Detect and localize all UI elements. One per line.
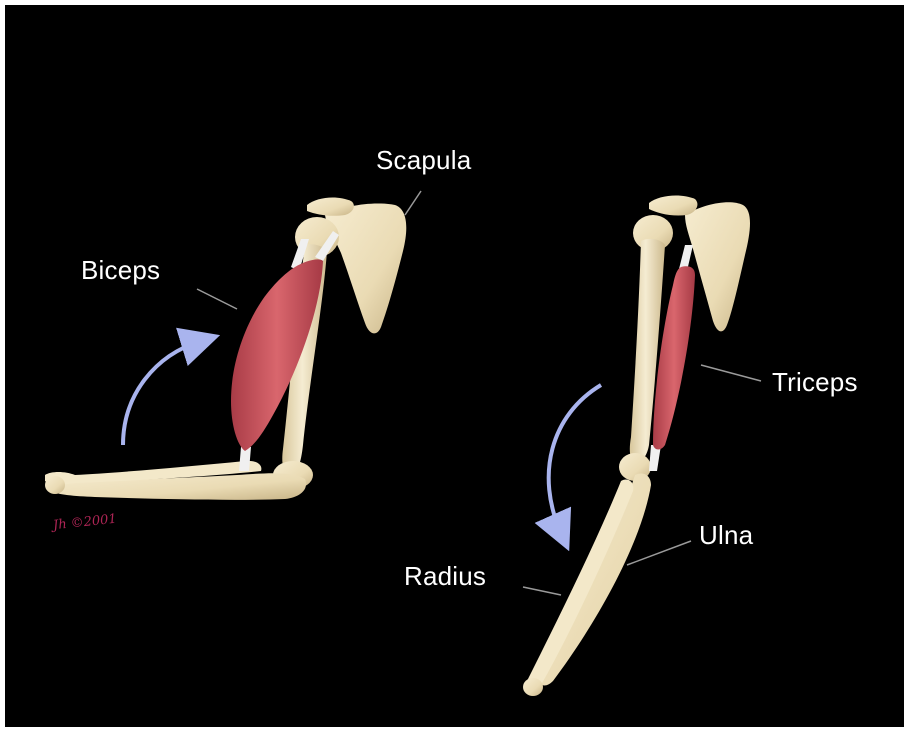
left-scapula-leader [405,191,421,215]
right-radius [525,479,633,691]
scapula-label: Scapula [376,145,471,175]
ulna-leader [627,541,691,565]
left-acromion [307,198,354,216]
ulna-label: Ulna [699,520,753,550]
right-arm [523,196,761,696]
radius-label: Radius [404,561,486,591]
triceps-label: Triceps [772,367,858,397]
right-extension-arrow [549,385,601,533]
biceps-leader [197,289,237,309]
arm-anatomy-illustration [5,5,904,727]
triceps-leader [701,365,761,381]
right-acromion [649,196,697,216]
left-arm [45,191,421,500]
biceps-label: Biceps [81,255,160,285]
left-flexion-arrow [123,341,201,445]
right-scapula [685,202,750,331]
radius-leader [523,587,561,595]
illustration-frame: Scapula Biceps Triceps Ulna Radius Jh ©2… [5,5,904,727]
right-wrist [523,678,543,696]
left-scapula [325,203,406,333]
left-wrist [45,476,65,494]
